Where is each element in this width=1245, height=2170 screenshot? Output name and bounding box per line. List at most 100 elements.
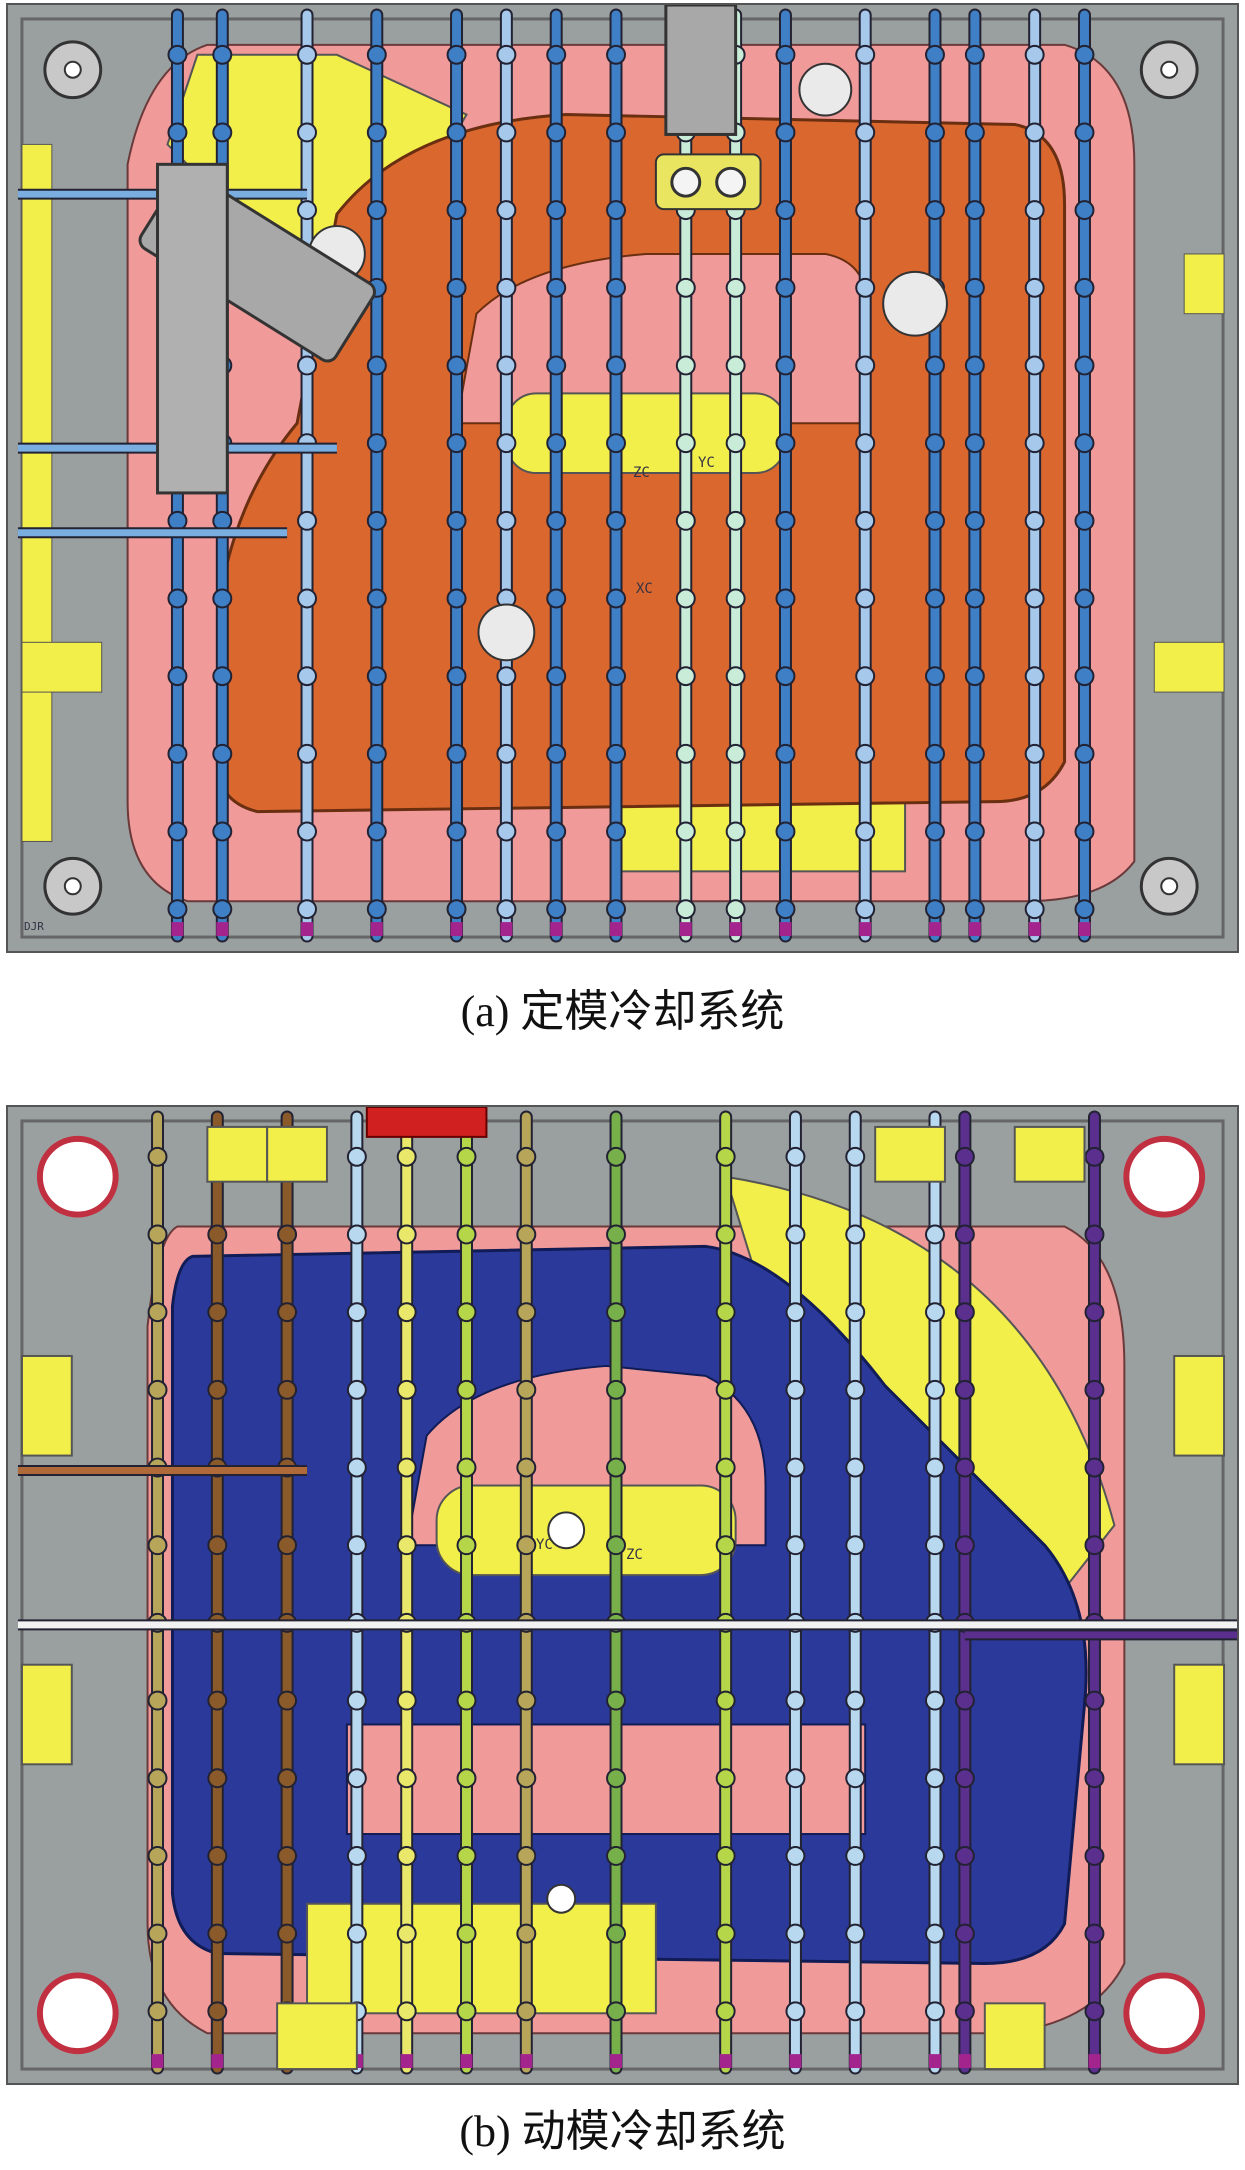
fixed-cooling-channel-node [1074, 743, 1095, 764]
moving-cooling-channel-node [785, 2001, 806, 2022]
fixed-cooling-channel-node [446, 588, 467, 609]
fixed-cooling-channel-node [366, 510, 387, 531]
moving-cooling-channel-node [606, 1302, 626, 1323]
fixed-cooling-channel-node [606, 588, 626, 609]
moving-cooling-channel-node [715, 1923, 736, 1944]
fixed-cooling-channel-port [779, 922, 792, 937]
moving-cooling-channel-node [785, 1535, 806, 1556]
fixed-cooling-channel-node [855, 899, 876, 920]
fixed-cooling-channel-node [496, 433, 517, 454]
moving-cooling-channel-node [207, 1535, 228, 1556]
moving-cooling-channel-node [715, 1845, 736, 1866]
moving-cooling-channel-node [277, 1535, 298, 1556]
moving-cooling-channel-node [1084, 1923, 1105, 1944]
fixed-cooling-channel-node [725, 510, 746, 531]
moving-cooling-channel-node [845, 1224, 866, 1245]
moving-cooling-channel-node [954, 1923, 975, 1944]
fixed-cooling-channel-node [366, 899, 387, 920]
moving-cooling-channel-port [1088, 2054, 1101, 2069]
fixed-cooling-channel-node [606, 44, 626, 65]
fixed-cooling-channel-node [297, 821, 317, 842]
moving-cooling-channel-node [845, 1845, 866, 1866]
fixed-cooling-channel-node [546, 743, 567, 764]
moving-cooling-channel-node [845, 1923, 866, 1944]
moving-cooling-channel-node [516, 1224, 537, 1245]
fixed-cooling-channel-node [855, 433, 876, 454]
moving-cooling-channel-node [845, 1146, 866, 1167]
panel-a-fixed-mold-cooling: ZC YC XC DJR [6, 3, 1239, 953]
fixed-cooling-channel-node [167, 666, 188, 687]
fixed-cooling-channel-node [212, 899, 233, 920]
moving-cooling-channel-node [606, 1457, 626, 1478]
fixed-cooling-channel-node [606, 510, 626, 531]
moving-cooling-channel-node [785, 1302, 806, 1323]
moving-cooling-channel-node [1084, 2001, 1105, 2022]
fixed-cooling-channel-node [546, 122, 567, 143]
fixed-cooling-channel-node [212, 588, 233, 609]
moving-cooling-channel-node [845, 1690, 866, 1711]
fixed-cooling-channel-node [1074, 510, 1095, 531]
moving-cooling-channel-node [785, 1768, 806, 1789]
moving-cooling-channel-node [845, 1535, 866, 1556]
fixed-cooling-channel-node [964, 899, 985, 920]
fixed-cooling-channel-node [546, 666, 567, 687]
fixed-cooling-channel-node [1024, 122, 1045, 143]
fixed-cooling-channel-node [1074, 277, 1095, 298]
fixed-cooling-channel-node [366, 122, 387, 143]
moving-cooling-channel-node [396, 2001, 417, 2022]
fixed-cooling-channel-node [1074, 666, 1095, 687]
yc-axis-label: YC [698, 455, 715, 471]
fixed-cooling-channel-node [496, 743, 517, 764]
fixed-cooling-channel-port [859, 922, 872, 937]
moving-cooling-channel-node [346, 1690, 367, 1711]
fixed-cooling-channel-node [775, 44, 796, 65]
fixed-cooling-channel-node [855, 355, 876, 376]
fixed-cooling-channel-node [675, 821, 696, 842]
fixed-cooling-channel-node [1024, 743, 1045, 764]
moving-cooling-channel-node [954, 1845, 975, 1866]
fixed-cooling-channel-node [1024, 588, 1045, 609]
fixed-cooling-channel-node [964, 588, 985, 609]
fixed-cooling-channel-node [366, 433, 387, 454]
moving-cooling-channel-port [789, 2054, 802, 2069]
moving-cooling-channel-node [346, 1146, 367, 1167]
fixed-cooling-channel-node [546, 433, 567, 454]
fixed-cooling-channel-node [775, 122, 796, 143]
moving-cooling-channel-node [606, 1146, 626, 1167]
moving-cooling-channel-node [147, 1146, 168, 1167]
moving-cooling-channel-node [785, 1690, 806, 1711]
fixed-cooling-channel-node [925, 510, 945, 531]
moving-cooling-channel-node [207, 1845, 228, 1866]
caption-b: (b) 动模冷却系统 [459, 2107, 786, 2156]
moving-cooling-channel-node [147, 1379, 168, 1400]
fixed-cooling-channel-node [775, 277, 796, 298]
fixed-cooling-channel-node [546, 200, 567, 221]
moving-cooling-channel-node [1084, 1768, 1105, 1789]
fixed-cooling-channel-node [1074, 588, 1095, 609]
moving-cooling-channel-node [606, 1224, 626, 1245]
fixed-cooling-channel-node [725, 355, 746, 376]
moving-cooling-channel-node [277, 1768, 298, 1789]
moving-cooling-channel-node [516, 2001, 537, 2022]
fixed-cooling-channel-node [675, 510, 696, 531]
zc-axis-label: ZC [626, 1547, 643, 1563]
moving-cooling-channel-node [925, 1224, 945, 1245]
fixed-cooling-channel-node [925, 666, 945, 687]
fixed-cooling-channel-node [1074, 821, 1095, 842]
moving-cooling-channel-node [1084, 1224, 1105, 1245]
fixed-cooling-channel-node [446, 277, 467, 298]
moving-cooling-channel-node [715, 1302, 736, 1323]
moving-cooling-channel-node [516, 1768, 537, 1789]
moving-cooling-channel-node [1084, 1690, 1105, 1711]
moving-cooling-channel-node [277, 1923, 298, 1944]
moving-cooling-channel-node [954, 1146, 975, 1167]
moving-cooling-channel-node [954, 2001, 975, 2022]
moving-cooling-channel-node [845, 1768, 866, 1789]
fixed-cooling-channel-node [964, 122, 985, 143]
fixed-cooling-channel-node [855, 588, 876, 609]
fixed-cooling-channel-node [725, 588, 746, 609]
fixed-cooling-channel-node [675, 277, 696, 298]
fixed-cooling-channel-node [964, 666, 985, 687]
fixed-cooling-channel-node [446, 433, 467, 454]
moving-cooling-channel-node [715, 1768, 736, 1789]
